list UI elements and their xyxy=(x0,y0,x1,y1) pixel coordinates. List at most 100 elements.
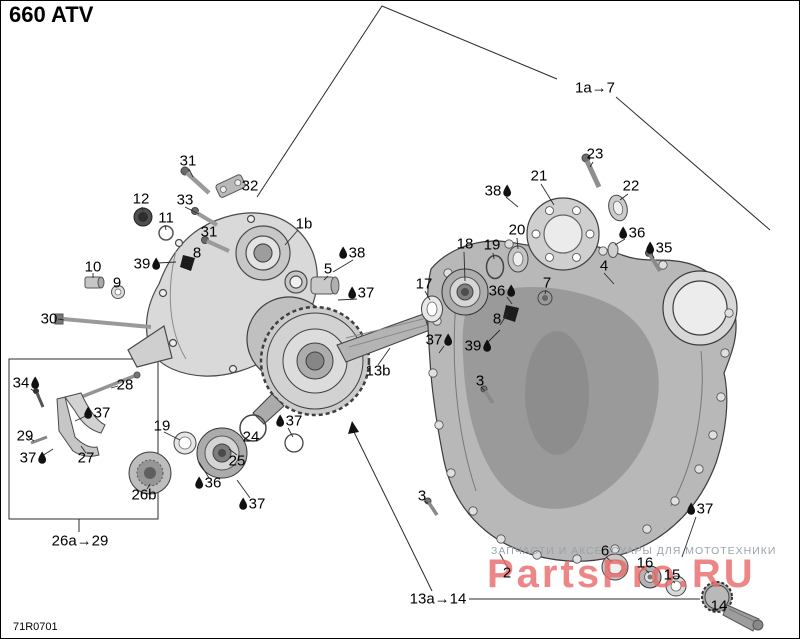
callout-3-32: 3 xyxy=(476,374,484,389)
lubricant-drop-icon xyxy=(506,284,515,297)
callout-13b-33: 13b xyxy=(365,364,390,379)
callout-32-2: 32 xyxy=(242,179,259,194)
callout-31-1: 31 xyxy=(180,154,197,169)
watermark-tagline: ЗАПЧАСТИ И АКСЕССУАРЫ ДЛЯ МОТОТЕХНИКИ xyxy=(491,545,777,557)
callout-8-29: 8 xyxy=(493,312,501,327)
callout-13a-14-54: 13a→14 xyxy=(410,592,467,607)
lubricant-drop-icon xyxy=(151,257,160,270)
callout-label: 34 xyxy=(12,374,30,392)
callout-33-4: 33 xyxy=(177,193,194,208)
callout-12-3: 12 xyxy=(133,192,150,207)
callout-label: 28 xyxy=(116,376,134,394)
callout-label: 16 xyxy=(636,554,654,572)
lubricant-drop-icon xyxy=(30,376,39,389)
page-title: 660 ATV xyxy=(9,2,94,27)
callout-36-45: 36 xyxy=(195,474,222,492)
callout-label: 39 xyxy=(464,337,482,355)
callout-label: 37 xyxy=(285,412,303,430)
callout-19-40: 19 xyxy=(154,419,171,434)
lubricant-drop-icon xyxy=(443,333,452,346)
callout-label: 17 xyxy=(415,275,433,293)
lubricant-drop-icon xyxy=(482,339,491,352)
callout-label: 26a→29 xyxy=(51,532,109,550)
document-number: 71R0701 xyxy=(13,621,58,633)
arrowhead xyxy=(348,421,359,434)
lubricant-drop-icon xyxy=(239,497,248,510)
callout-label: 24 xyxy=(242,428,260,446)
callout-label: 19 xyxy=(153,417,171,435)
callout-4-26: 4 xyxy=(600,259,608,274)
callout-label: 37 xyxy=(19,449,37,467)
callout-6-50: 6 xyxy=(601,544,609,559)
callout-label: 22 xyxy=(622,177,640,195)
callout-37-36: 37 xyxy=(84,406,110,421)
callout-27-39: 27 xyxy=(78,451,95,466)
callout-37-46: 37 xyxy=(239,497,265,512)
callout-label: 2 xyxy=(502,564,512,582)
callout-label: 38 xyxy=(348,244,366,262)
callout-1a-7-0: 1a→7 xyxy=(575,81,615,96)
callout-label: 36 xyxy=(628,224,646,242)
callout-label: 38 xyxy=(484,182,502,200)
callout-label: 3 xyxy=(417,487,427,505)
callout-label: 14 xyxy=(710,597,728,615)
callout-label: 35 xyxy=(655,239,673,257)
callout-label: 31 xyxy=(200,223,218,241)
callout-label: 20 xyxy=(508,221,526,239)
callout-label: 27 xyxy=(77,449,95,467)
callout-37-30: 37 xyxy=(426,333,453,348)
callout-11-5: 11 xyxy=(158,211,174,226)
callout-label: 8 xyxy=(192,244,202,262)
callout-label: 39 xyxy=(133,255,151,273)
callout-25-42: 25 xyxy=(229,454,246,469)
callout-2-49: 2 xyxy=(503,566,511,581)
callout-label: 13a→14 xyxy=(409,590,467,608)
lubricant-drop-icon xyxy=(502,184,511,197)
callout-26a-29-55: 26a→29 xyxy=(52,534,109,549)
lubricant-drop-icon xyxy=(37,451,46,464)
callout-label: 37 xyxy=(696,500,714,518)
callout-38-12: 38 xyxy=(339,244,366,262)
callout-21-20: 21 xyxy=(531,169,548,184)
callout-label: 25 xyxy=(228,452,246,470)
right-group-parts xyxy=(421,153,662,516)
callout-15-52: 15 xyxy=(664,568,681,583)
callout-37-43: 37 xyxy=(276,412,303,430)
callout-label: 11 xyxy=(158,209,174,227)
lubricant-drop-icon xyxy=(619,226,628,239)
lubricant-drop-icon xyxy=(339,246,348,259)
callout-36-24: 36 xyxy=(619,224,646,242)
callout-label: 10 xyxy=(84,258,102,276)
callout-26b-44: 26b xyxy=(131,488,156,503)
lubricant-drop-icon xyxy=(195,476,204,489)
callout-18-17: 18 xyxy=(457,237,474,252)
callout-label: 32 xyxy=(241,177,259,195)
callout-label: 30 xyxy=(40,310,58,328)
left-bottom-group xyxy=(128,414,304,495)
callout-label: 19 xyxy=(483,236,501,254)
callout-37-48: 37 xyxy=(687,500,714,518)
callout-23-22: 23 xyxy=(587,147,604,162)
callout-3-47: 3 xyxy=(418,489,426,504)
lubricant-drop-icon xyxy=(276,414,285,427)
callout-37-38: 37 xyxy=(20,451,47,466)
group-boundary-lines xyxy=(8,5,771,600)
callout-17-16: 17 xyxy=(416,277,433,292)
callout-label: 31 xyxy=(179,152,197,170)
callout-label: 3 xyxy=(475,372,485,390)
lubricant-drop-icon xyxy=(646,241,655,254)
callout-14-53: 14 xyxy=(711,599,728,614)
callout-39-9: 39 xyxy=(134,257,161,272)
callout-label: 13b xyxy=(365,362,391,380)
callout-label: 36 xyxy=(204,474,222,492)
bearing-plate-21 xyxy=(526,197,600,271)
callout-16-51: 16 xyxy=(637,556,654,571)
callout-label: 15 xyxy=(663,566,681,584)
callout-label: 36 xyxy=(488,282,506,300)
right-housing xyxy=(426,240,738,562)
bottom-right-group xyxy=(601,553,764,632)
leader-lines xyxy=(27,161,697,584)
callout-24-41: 24 xyxy=(243,430,260,445)
callout-label: 1a→7 xyxy=(574,79,616,97)
